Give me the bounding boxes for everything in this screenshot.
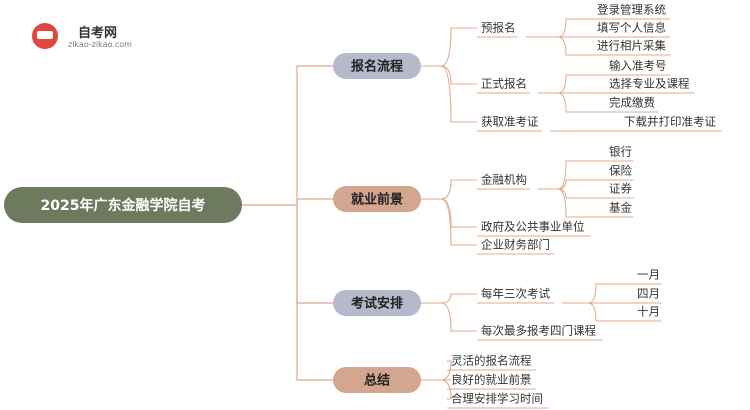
branch-label: 总结: [364, 373, 390, 389]
leaf-label: 保险: [609, 164, 632, 178]
leaf-label: 下载并打印准考证: [624, 115, 716, 129]
leaf-label: 登录管理系统: [597, 3, 666, 17]
leaf-connector: [537, 188, 605, 199]
branch-node: [333, 367, 421, 393]
child-label: 企业财务部门: [481, 238, 550, 252]
child-connector: [421, 293, 477, 304]
leaf-label: 进行相片采集: [597, 39, 666, 53]
leaf-connector: [537, 179, 605, 190]
root-node: [4, 187, 242, 223]
leaf-connector: [537, 74, 605, 94]
leaf-label: 四月: [637, 287, 660, 301]
leaf-connector: [562, 302, 633, 322]
leaf-label: 填写个人信息: [597, 21, 666, 35]
leaf-connector: [537, 92, 605, 113]
child-label: 政府及公共事业单位: [481, 220, 585, 234]
logo-url: zikao-zikao.com: [68, 40, 132, 49]
child-label: 正式报名: [481, 77, 527, 91]
site-logo[interactable]: 自考网 zikao-zikao.com: [28, 20, 168, 52]
branch-label: 就业前景: [351, 192, 403, 208]
child-connector: [421, 65, 477, 123]
child-label: 金融机构: [481, 173, 527, 187]
branch-node: [333, 53, 421, 79]
leaf-label: 证券: [609, 182, 632, 196]
branch-connector: [296, 65, 333, 205]
leaf-connector: [525, 18, 593, 38]
leaf-connector: [525, 36, 593, 56]
leaf-connector: [537, 188, 605, 218]
logo-name: 自考网: [78, 26, 118, 41]
child-label: 灵活的报名流程: [451, 354, 532, 368]
child-connector: [421, 198, 477, 246]
graduation-cap-icon: [32, 23, 58, 49]
leaf-label: 选择专业及课程: [609, 77, 690, 91]
branch-node: [333, 290, 421, 316]
branch-label: 报名流程: [351, 59, 403, 75]
branch-connector: [296, 205, 333, 381]
root-label: 2025年广东金融学院自考: [41, 197, 206, 214]
branch-label: 考试安排: [351, 296, 403, 312]
child-label: 预报名: [481, 21, 516, 35]
child-label: 合理安排学习时间: [451, 392, 543, 406]
leaf-label: 基金: [609, 201, 632, 215]
branch-node: [333, 186, 421, 212]
leaf-connector: [562, 283, 633, 304]
child-label: 获取准考证: [481, 115, 539, 129]
child-connector: [421, 360, 452, 381]
child-connector: [421, 302, 477, 332]
leaf-label: 银行: [609, 145, 632, 159]
leaf-connector: [537, 160, 605, 190]
leaf-label: 一月: [637, 268, 660, 282]
child-label: 良好的就业前景: [451, 373, 532, 387]
child-connector: [421, 27, 477, 67]
child-connector: [421, 179, 477, 200]
branch-connector: [296, 205, 333, 304]
leaf-label: 输入准考号: [609, 59, 667, 73]
child-label: 每年三次考试: [481, 287, 550, 301]
branch-connector: [296, 198, 333, 205]
leaf-label: 完成缴费: [609, 96, 655, 110]
child-connector: [421, 379, 452, 400]
child-label: 每次最多报考四门课程: [481, 324, 596, 338]
leaf-label: 十月: [637, 305, 660, 319]
